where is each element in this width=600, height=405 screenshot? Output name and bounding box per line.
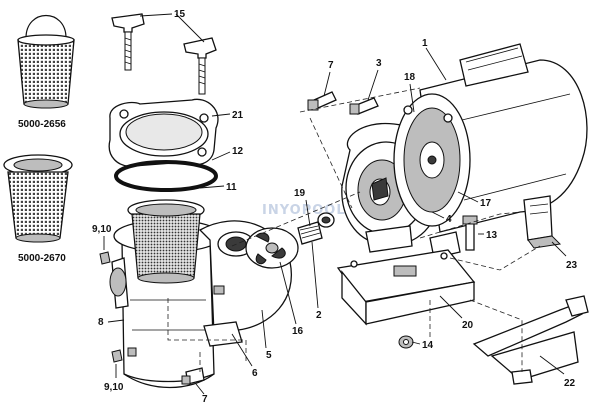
strainer-lid	[108, 98, 219, 167]
leader-8	[107, 319, 125, 323]
leader-15	[139, 13, 205, 43]
callout-11: 11	[226, 182, 237, 193]
leader-11	[199, 185, 225, 189]
callout-9-10-bottom: 9,10	[104, 382, 124, 393]
shaft-seal	[297, 212, 335, 245]
leader-21	[211, 113, 231, 117]
assembly-line	[309, 117, 353, 209]
assembly-line	[231, 191, 361, 247]
callout-14: 14	[422, 340, 434, 351]
callout-21: 21	[232, 110, 244, 121]
leader-7-bottom	[195, 383, 205, 395]
callout-19: 19	[294, 188, 306, 199]
callout-22: 22	[564, 378, 576, 389]
assembly-line	[469, 299, 523, 372]
leader-16	[279, 261, 297, 325]
caption-5000-2670: 5000-2670	[18, 253, 66, 264]
callout-16: 16	[292, 326, 304, 337]
callout-18: 18	[404, 72, 416, 83]
nut-14	[398, 335, 414, 349]
lid-o-ring	[114, 160, 218, 192]
leader-12	[211, 151, 231, 161]
callout-17: 17	[480, 198, 492, 209]
caption-5000-2656: 5000-2656	[18, 119, 66, 130]
drain-plug-9-10-bottom	[111, 349, 123, 363]
screw-7-top	[307, 91, 337, 111]
impeller	[245, 227, 299, 269]
watermark-text: INYOPOOLS	[262, 203, 356, 218]
leader-4	[431, 211, 445, 219]
lid-knob-left	[111, 13, 145, 71]
base-stand	[472, 295, 589, 385]
mounting-bracket	[523, 195, 562, 249]
callout-9-10-top: 9,10	[92, 224, 112, 235]
callout-5: 5	[266, 350, 272, 361]
motor	[393, 43, 588, 233]
leader-7-top	[323, 71, 331, 97]
screw-7-bottom	[181, 367, 205, 385]
leader-23	[551, 241, 567, 257]
leader-18	[409, 83, 415, 113]
callout-2: 2	[316, 310, 322, 321]
callout-7-top: 7	[328, 60, 334, 71]
callout-23: 23	[566, 260, 578, 271]
lid-knob-right	[183, 37, 217, 95]
leader-3	[367, 69, 379, 101]
leader-22	[539, 355, 565, 375]
leader-5	[261, 309, 267, 349]
basket-5000-2656	[17, 14, 75, 109]
callout-13: 13	[486, 230, 498, 241]
assembly-line	[449, 245, 541, 271]
leader-6	[231, 333, 253, 367]
callout-4: 4	[446, 214, 452, 225]
assembly-line	[167, 298, 247, 364]
callout-8: 8	[98, 317, 104, 328]
motor-foot-base	[336, 249, 476, 326]
screw-3	[349, 97, 379, 115]
callout-12: 12	[232, 146, 244, 157]
drain-plug-9-10-top	[99, 251, 111, 265]
assembly-line	[299, 87, 421, 113]
basket-5000-2670	[3, 154, 73, 243]
callout-15: 15	[174, 9, 186, 20]
callout-7-bottom: 7	[202, 394, 208, 405]
callout-3: 3	[376, 58, 382, 69]
leader-20	[439, 295, 463, 319]
leader-14	[411, 341, 421, 345]
callout-6: 6	[252, 368, 258, 379]
callout-20: 20	[462, 320, 474, 331]
callout-1: 1	[422, 38, 428, 49]
leader-1	[425, 47, 447, 81]
leader-17	[457, 191, 479, 203]
leader-2	[311, 241, 319, 309]
assembly-line	[419, 211, 521, 239]
leader-19	[305, 199, 311, 227]
screw-13	[462, 215, 478, 251]
strainer-basket	[127, 199, 205, 284]
